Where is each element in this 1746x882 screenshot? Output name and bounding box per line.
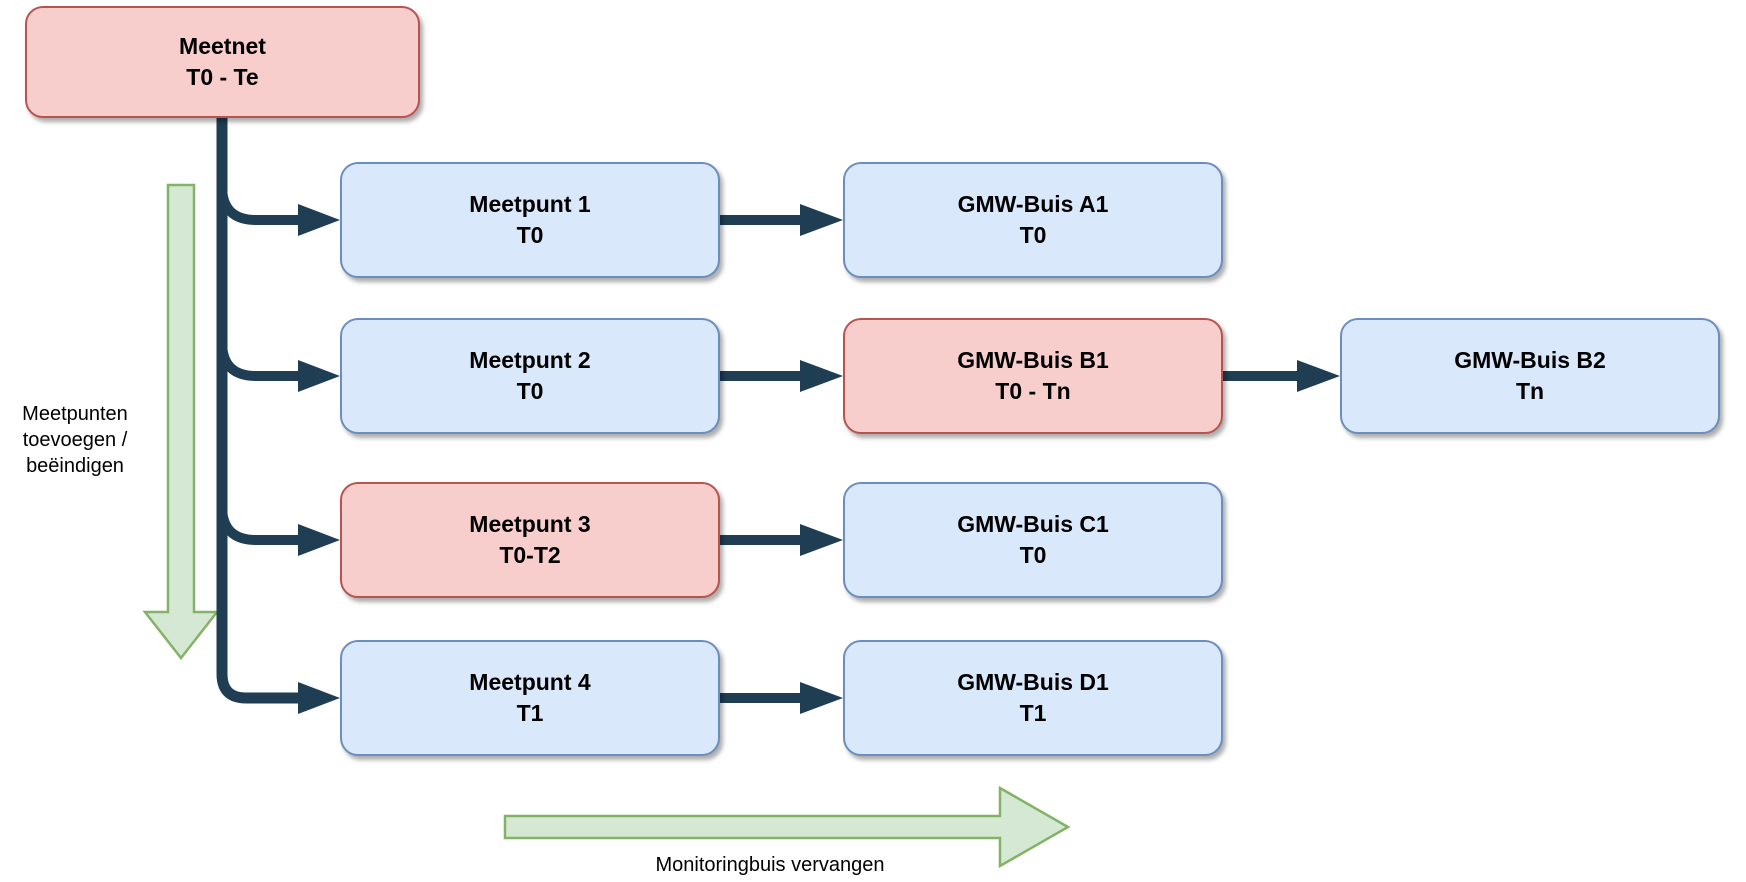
arrowhead-gmw-a1 [800, 204, 843, 236]
branch-meetpunt2 [217, 341, 298, 381]
node-label: Meetpunt 2 [469, 347, 591, 373]
arrowhead-gmw-b2 [1297, 360, 1340, 392]
trunk-connector [216, 118, 298, 704]
vertical-arrow-label: Meetpunten toevoegen / beëindigen [0, 401, 150, 479]
node-period: T0 - Tn [995, 378, 1071, 404]
node-period: T1 [516, 700, 544, 726]
node-label: Meetpunt 1 [469, 191, 591, 217]
node-label: GMW-Buis B2 [1454, 347, 1606, 373]
node-period: T0 - Te [186, 64, 259, 90]
vertical-arrow-label-line1: Meetpunten [22, 403, 128, 425]
node-gmw-buis-b1: GMW-Buis B1 T0 - Tn [843, 318, 1223, 434]
node-meetpunt-4: Meetpunt 4 T1 [340, 640, 720, 756]
node-period: Tn [1515, 378, 1545, 404]
node-gmw-buis-a1: GMW-Buis A1 T0 [843, 162, 1223, 278]
horizontal-arrow-label: Monitoringbuis vervangen [655, 854, 885, 876]
node-label: GMW-Buis D1 [957, 669, 1109, 695]
node-label: GMW-Buis B1 [957, 347, 1109, 373]
horizontal-green-arrow [503, 785, 1071, 869]
vertical-green-arrow [142, 183, 220, 661]
node-period: T0-T2 [499, 542, 561, 568]
node-meetnet: Meetnet T0 - Te [25, 6, 420, 118]
node-meetpunt-3: Meetpunt 3 T0-T2 [340, 482, 720, 598]
arrowhead-gmw-b1 [800, 360, 843, 392]
node-meetpunt-1: Meetpunt 1 T0 [340, 162, 720, 278]
node-gmw-buis-d1: GMW-Buis D1 T1 [843, 640, 1223, 756]
vertical-arrow-label-line2: toevoegen / [22, 429, 128, 451]
node-gmw-buis-c1: GMW-Buis C1 T0 [843, 482, 1223, 598]
arrowhead-meetpunt2 [298, 360, 340, 392]
branch-meetpunt3 [217, 505, 298, 545]
node-label: GMW-Buis C1 [957, 511, 1109, 537]
arrowhead-gmw-d1 [800, 682, 843, 714]
vertical-arrow-label-line3: beëindigen [26, 455, 124, 477]
node-period: T0 [1019, 222, 1047, 248]
arrowhead-meetpunt1 [298, 204, 340, 236]
arrowhead-meetpunt3 [298, 524, 340, 556]
node-period: T1 [1019, 700, 1047, 726]
node-period: T0 [516, 222, 544, 248]
node-label: Meetpunt 4 [469, 669, 591, 695]
node-gmw-buis-b2: GMW-Buis B2 Tn [1340, 318, 1720, 434]
arrowhead-trunk-meetpunt4 [298, 682, 340, 714]
node-meetpunt-2: Meetpunt 2 T0 [340, 318, 720, 434]
node-period: T0 [1019, 542, 1047, 568]
node-period: T0 [516, 378, 544, 404]
node-label: GMW-Buis A1 [957, 191, 1109, 217]
branch-meetpunt1 [217, 185, 298, 225]
node-label: Meetpunt 3 [469, 511, 591, 537]
node-label: Meetnet [179, 33, 266, 59]
arrowhead-gmw-c1 [800, 524, 843, 556]
